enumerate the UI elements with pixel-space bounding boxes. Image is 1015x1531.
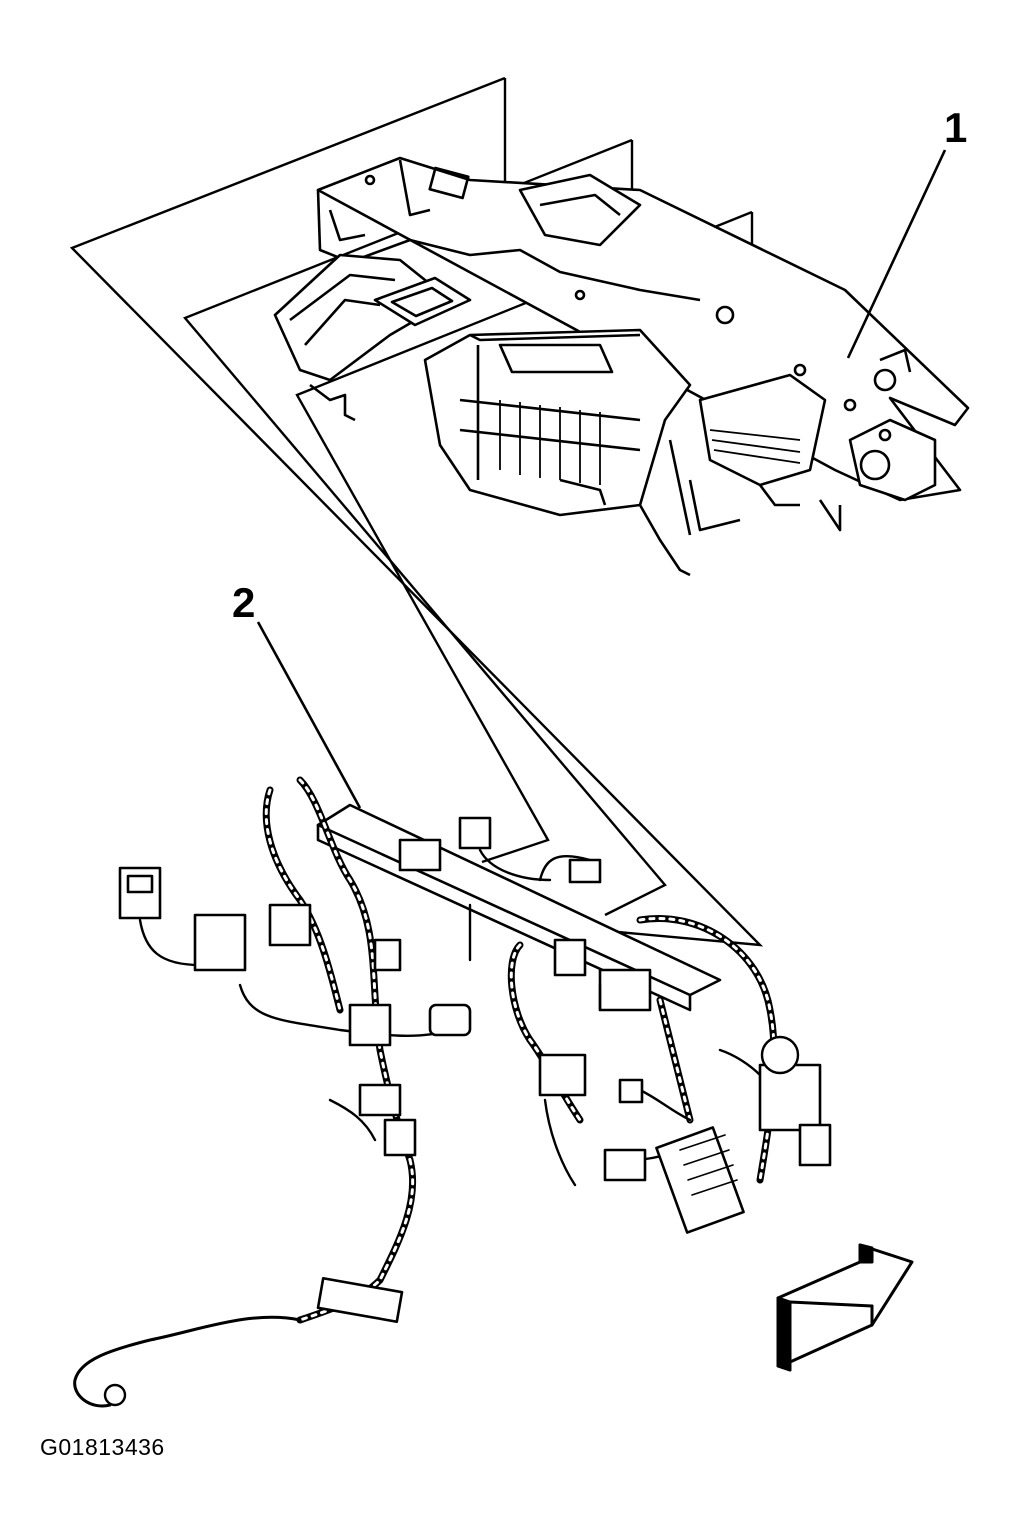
callout-1-leader (846, 149, 947, 359)
callout-2-leader (256, 621, 362, 809)
instrument-panel-carrier (273, 156, 970, 577)
figure-id: G01813436 (40, 1434, 165, 1460)
callout-1-label: 1 (944, 104, 967, 151)
callout-2-label: 2 (232, 579, 255, 626)
forward-arrow-icon (776, 1243, 914, 1372)
callout-leaders (256, 149, 947, 809)
wiring-harness (73, 776, 832, 1408)
